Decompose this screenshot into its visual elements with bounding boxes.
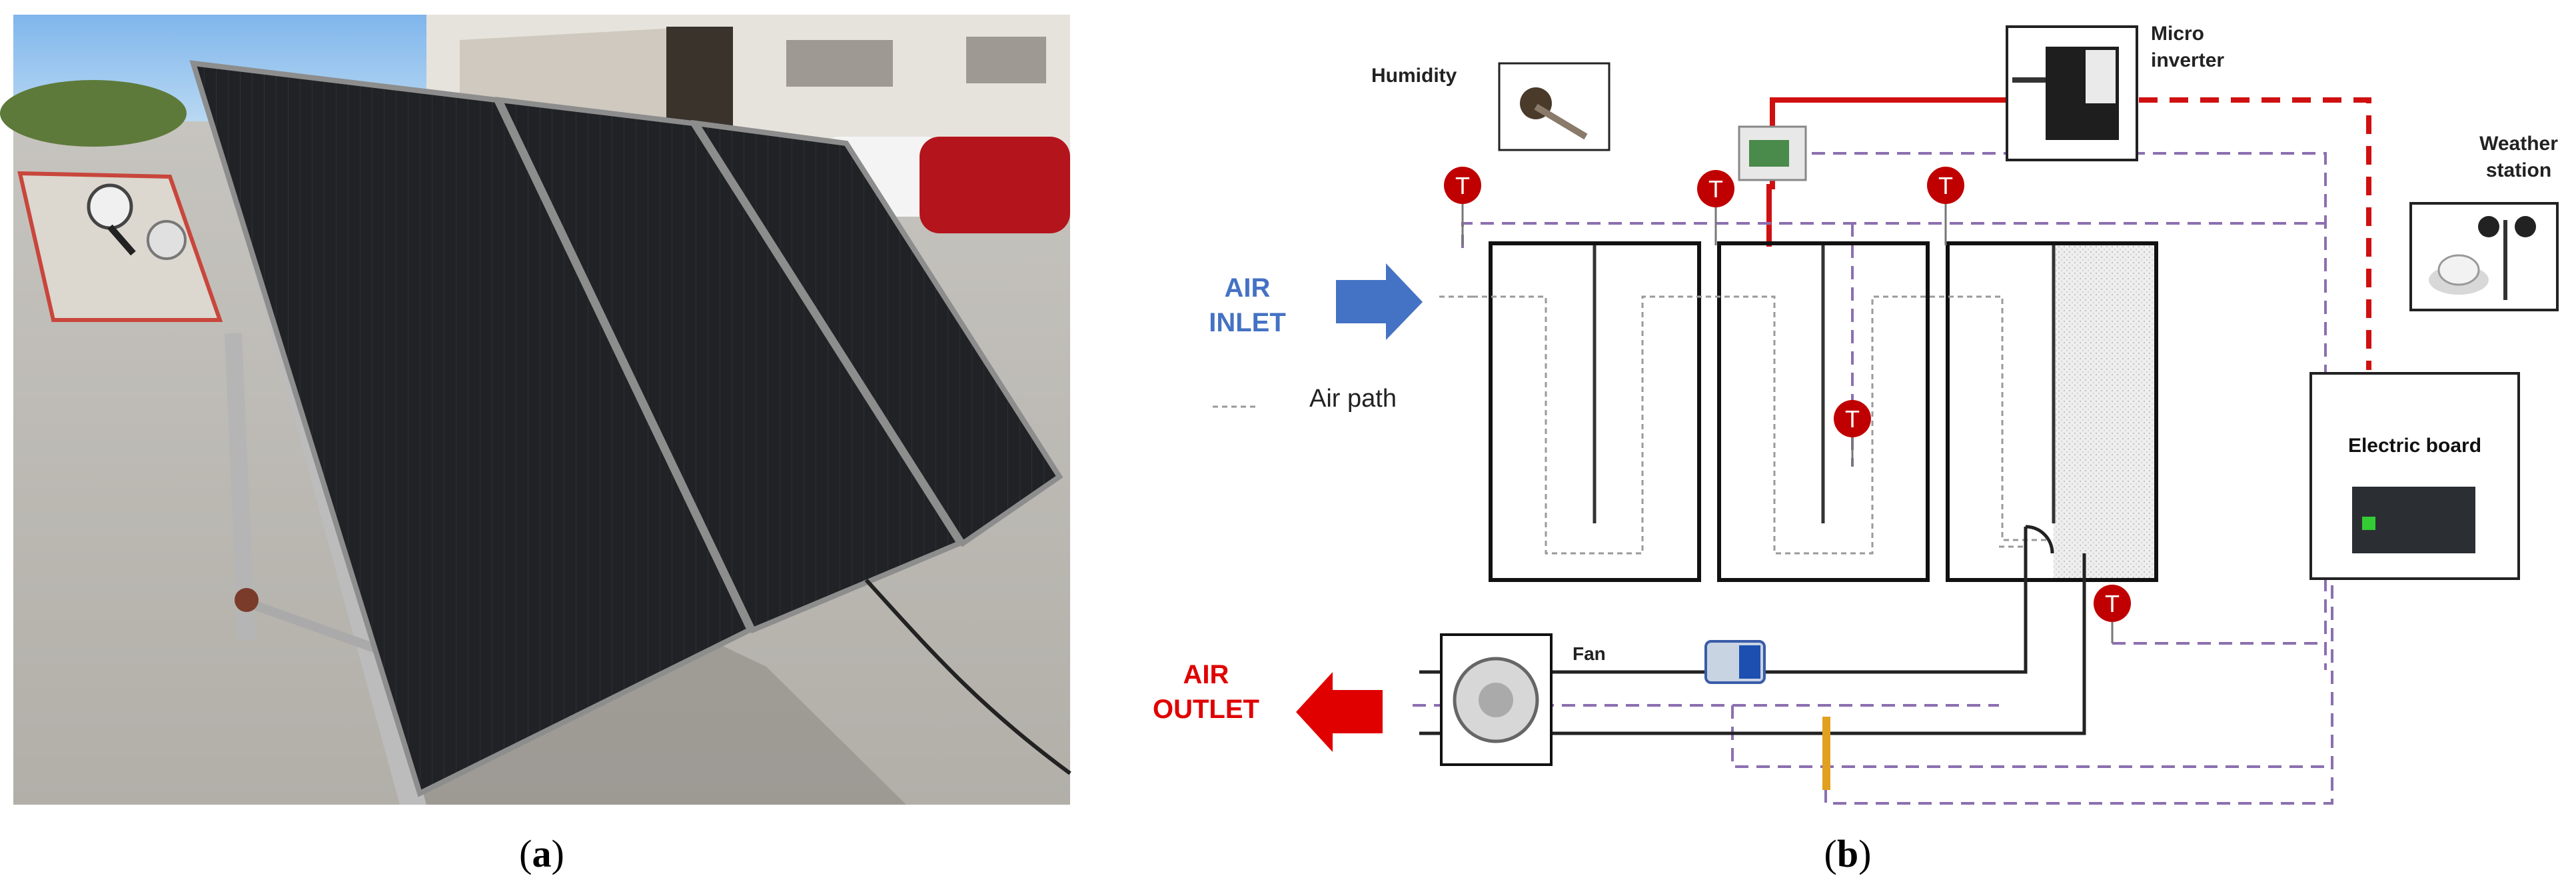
temp-sensor-1: T (1444, 167, 1481, 245)
temp-sensor-1-label: T (1455, 172, 1470, 199)
humidity-label: Humidity (1371, 65, 1457, 87)
air-velocity-probe-icon (1822, 717, 1830, 790)
caption-b-letter: b (1837, 832, 1858, 875)
temp-sensor-3: T (1927, 167, 1964, 245)
ducts (1419, 525, 2086, 735)
weather-station-label-line2: station (2486, 159, 2551, 181)
heat-storage (2054, 245, 2154, 578)
photo-panel (0, 15, 1071, 805)
caption-b: (b) (1824, 832, 1872, 875)
temp-sensor-icon (2094, 585, 2131, 622)
temp-sensor-icon (1927, 167, 1964, 204)
temp-sensor-2-label: T (1708, 175, 1723, 203)
micro-inverter-label: Micro inverter (2151, 23, 2224, 71)
solar-module-2 (495, 97, 964, 634)
humidity-sensor-box (1498, 62, 1610, 151)
air-outlet-label-line2: OUTLET (1153, 695, 1259, 724)
temp-sensor-5-label: T (2105, 590, 2120, 617)
caption-a-letter: a (532, 832, 552, 875)
caption-a: (a) (519, 832, 564, 875)
collector-module-2 (1717, 241, 1930, 582)
air-inlet-label-line2: INLET (1209, 308, 1286, 337)
caption-b-close: ) (1858, 832, 1871, 875)
temp-sensor-5: T (2094, 585, 2131, 643)
caption-a-close: ) (552, 832, 564, 875)
schematic-panel: Fan Humidity Micro inverter Weather statio… (1153, 23, 2559, 805)
micro-inverter-label-line2: inverter (2151, 49, 2224, 71)
temp-sensor-icon (1834, 400, 1871, 437)
weather-station-plate (17, 171, 223, 322)
temp-sensor-icon (1697, 170, 1734, 207)
air-inlet-arrow (1336, 263, 1423, 340)
air-outlet-label-line1: AIR (1183, 660, 1229, 689)
weather-station-label-line1: Weather (2479, 133, 2558, 155)
collector-module-1 (1489, 241, 1701, 582)
fan-label: Fan (1573, 643, 1606, 664)
temp-sensor-4-label: T (1845, 405, 1860, 433)
air-inlet-label-line1: AIR (1225, 273, 1271, 303)
power-line-dashed (2139, 97, 2371, 370)
red-car (920, 137, 1070, 233)
collector-module-3 (1946, 241, 2158, 582)
trees (0, 80, 187, 147)
power-line-solid (1766, 97, 2016, 247)
solar-module-1 (189, 60, 754, 797)
weather-station-label: Weather station (2479, 133, 2558, 181)
wheel (235, 588, 259, 612)
temp-sensor-4: T (1834, 400, 1871, 467)
caption-b-open: ( (1824, 832, 1837, 875)
temp-sensor-3-label: T (1938, 172, 1953, 199)
baffles (1593, 245, 2056, 523)
air-inlet-label: AIR INLET (1209, 273, 1286, 337)
temp-sensor-icon (1444, 167, 1481, 204)
cable (864, 578, 1071, 775)
electric-board-label: Electric board (2348, 435, 2481, 457)
solar-module-3 (691, 119, 1063, 547)
temp-sensor-2: T (1697, 170, 1734, 245)
caption-a-open: ( (519, 832, 532, 875)
air-path-route (1439, 295, 2049, 555)
air-path-legend-label: Air path (1309, 385, 1397, 413)
air-outlet-arrow (1296, 672, 1383, 752)
air-outlet-label: AIR OUTLET (1153, 660, 1259, 724)
micro-inverter-label-line1: Micro (2151, 23, 2204, 45)
